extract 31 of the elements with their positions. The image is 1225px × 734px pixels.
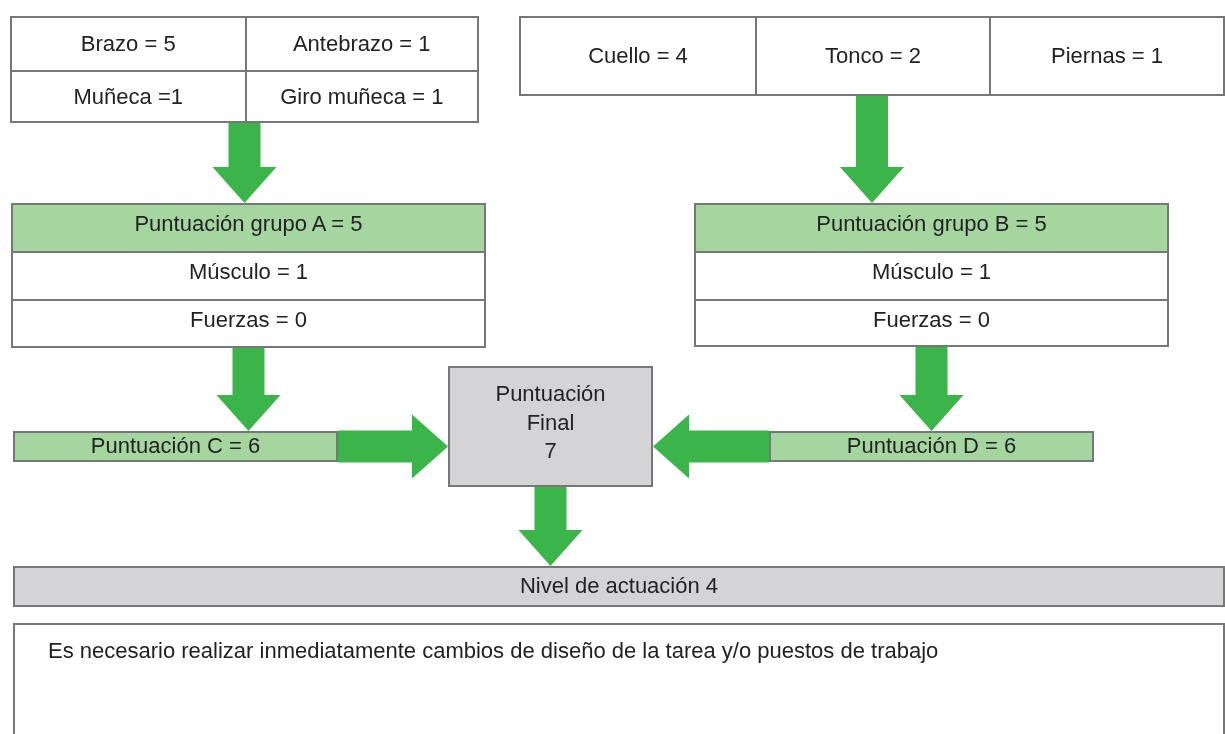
- note-box: [13, 623, 1225, 734]
- block-arrow: [212, 123, 277, 203]
- score-cell: Tonco = 2: [755, 18, 989, 94]
- note-text: Es necesario realizar inmediatamente cambios de diseño de la tarea y/o puestos de trabajo: [48, 637, 939, 665]
- score-cell: Antebrazo = 1: [244, 18, 477, 70]
- score-label: Nivel de actuación 4: [519, 572, 719, 601]
- score-bar: [13, 431, 338, 462]
- score-cell: Giro muñeca = 1: [244, 69, 477, 121]
- score-label: Puntuación D = 6: [846, 432, 1017, 461]
- block-arrow: [338, 414, 448, 479]
- score-cell: Muñeca =1: [12, 69, 245, 121]
- header-bar: Puntuación grupo B = 5: [696, 205, 1167, 251]
- score-row: Músculo = 1: [696, 251, 1167, 299]
- block-arrow: [518, 487, 583, 566]
- block-arrow: [653, 414, 769, 479]
- score-label: 7: [543, 437, 558, 466]
- final-score-box: [448, 366, 653, 487]
- score-cell: Piernas = 1: [989, 18, 1223, 94]
- score-bar: [769, 431, 1094, 462]
- score-cell-text: Brazo = 5: [79, 30, 177, 59]
- block-arrow: [216, 348, 281, 431]
- score-row: Fuerzas = 0: [13, 299, 484, 346]
- score-bar: [13, 566, 1225, 607]
- header-bar: Puntuación grupo A = 5: [13, 205, 484, 251]
- score-cell-text: Cuello = 4: [587, 42, 689, 71]
- block-arrow: [899, 347, 964, 431]
- score-label: Puntuación Final: [494, 380, 607, 437]
- block-arrow: [840, 96, 904, 203]
- score-label: Puntuación C = 6: [90, 432, 261, 461]
- score-row: Músculo = 1: [13, 251, 484, 299]
- score-row: Fuerzas = 0: [696, 299, 1167, 345]
